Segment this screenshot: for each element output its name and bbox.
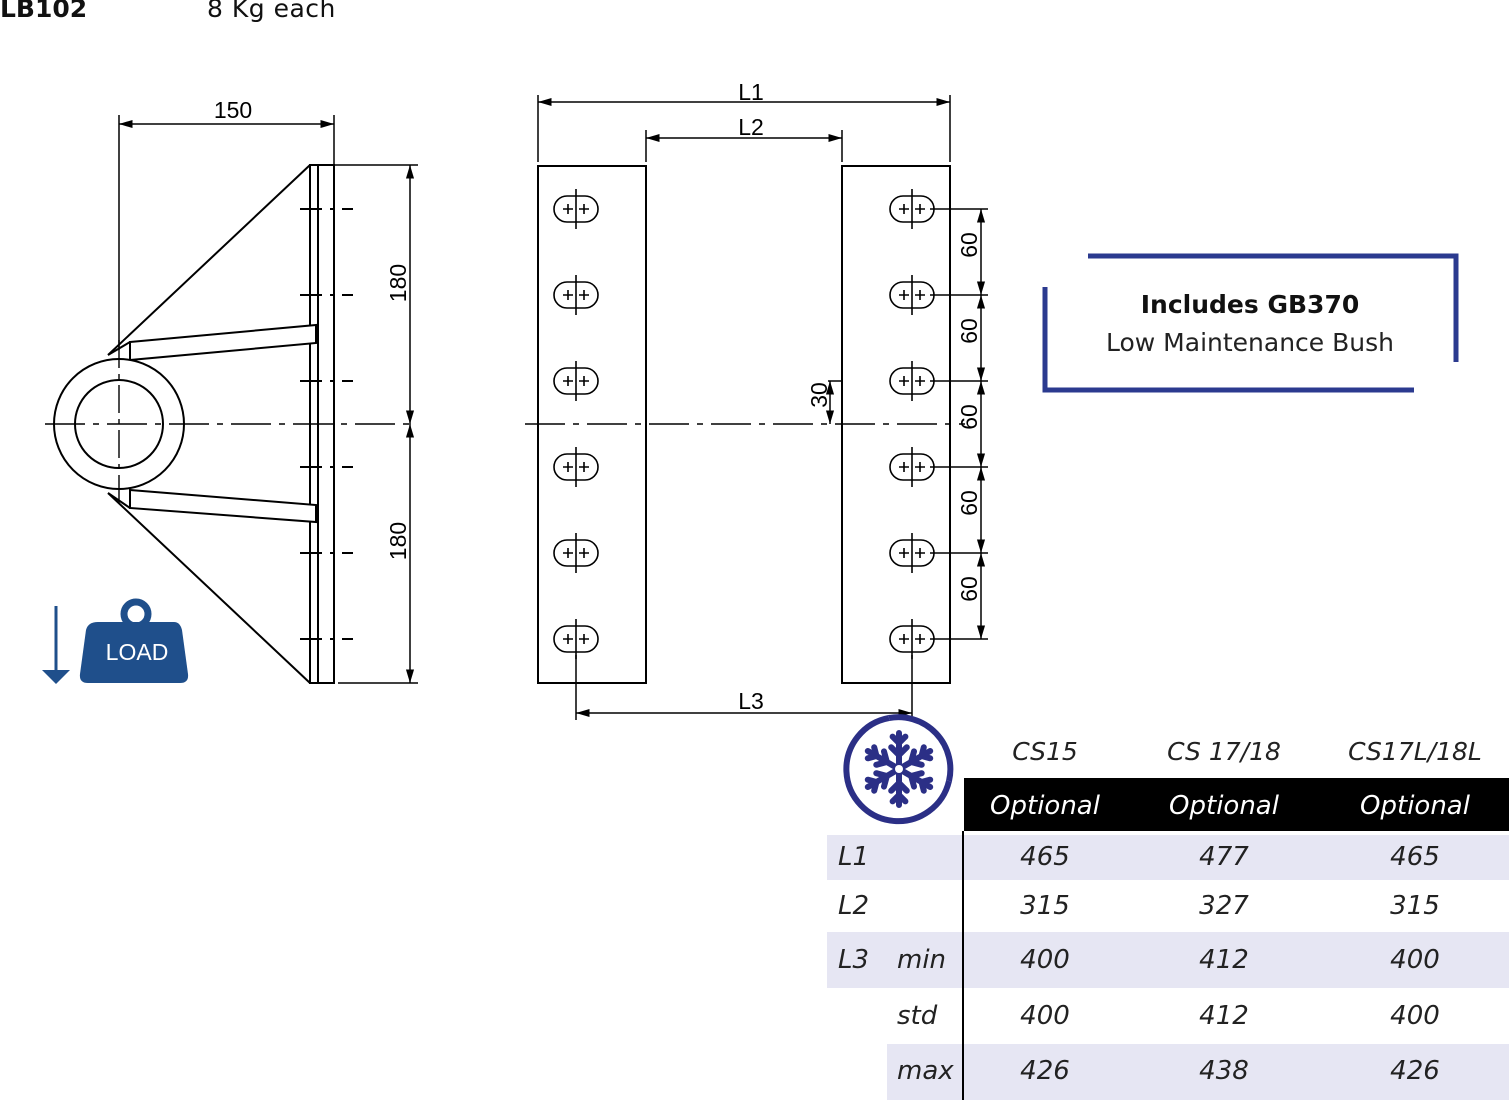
snowflake-arm <box>896 744 934 772</box>
row-sublabel: std <box>897 1001 938 1031</box>
slot-centre-mark <box>899 204 909 214</box>
table-cell: 400 <box>1390 1001 1440 1031</box>
slot-centre-mark <box>915 548 925 558</box>
slot-centre-mark <box>915 290 925 300</box>
slot-centre-mark <box>563 290 573 300</box>
optional-label: Optional <box>1360 791 1470 821</box>
row-band <box>827 835 1509 880</box>
callout-frame <box>1042 253 1459 393</box>
optional-label: Optional <box>990 791 1100 821</box>
table-cell: 315 <box>1390 891 1440 921</box>
snowflake-icon <box>843 714 954 825</box>
slot-centre-mark <box>579 462 589 472</box>
snowflake-arm <box>864 766 902 794</box>
table-header-bar <box>964 778 1509 831</box>
optional-label: Optional <box>1169 791 1279 821</box>
dim-pitch: 60 <box>956 490 982 516</box>
slot-centre-mark <box>563 634 573 644</box>
dim-L2: L2 <box>738 114 764 140</box>
row-label: L3 <box>838 945 870 975</box>
snowflake-arm <box>896 766 934 794</box>
bolt-slots <box>553 189 935 659</box>
dim-L3: L3 <box>738 688 764 714</box>
table-cell: 400 <box>1020 945 1070 975</box>
column-header: CS 17/18 <box>1167 737 1281 766</box>
side-view <box>53 164 353 684</box>
row-sublabel: min <box>897 945 947 975</box>
slot-centre-mark <box>563 204 573 214</box>
slot-centre-mark <box>915 376 925 386</box>
dim-pitch: 60 <box>956 576 982 602</box>
column-header: CS15 <box>1012 737 1078 766</box>
snowflake-arm <box>888 730 910 772</box>
snowflake-arm <box>864 744 902 772</box>
slot-centre-mark <box>899 376 909 386</box>
callout-title: Includes GB370 <box>1140 290 1360 319</box>
table-cell: 477 <box>1199 842 1249 872</box>
table-cell: 400 <box>1020 1001 1070 1031</box>
arrow-down-icon <box>42 606 70 684</box>
dim-pitch: 60 <box>956 318 982 344</box>
row-band <box>827 932 1509 988</box>
slot-centre-mark <box>899 634 909 644</box>
slot-centre-mark <box>899 290 909 300</box>
product-code: LB102 <box>0 0 88 23</box>
callout: Includes GB370 Low Maintenance Bush <box>1060 287 1440 363</box>
slot-centre-mark <box>899 548 909 558</box>
row-label: L2 <box>838 891 870 921</box>
row-band <box>887 1044 1509 1100</box>
slot-centre-mark <box>579 290 589 300</box>
dim-side-lower: 180 <box>385 522 411 560</box>
slot-centre-mark <box>915 634 925 644</box>
slot-centre-mark <box>579 204 589 214</box>
table-cell: 465 <box>1020 842 1070 872</box>
dim-pitch: 60 <box>956 232 982 258</box>
table-cell: 438 <box>1199 1056 1249 1086</box>
load-weight-icon: LOAD <box>79 598 189 683</box>
slot-centre-mark <box>899 462 909 472</box>
load-label: LOAD <box>106 639 169 665</box>
table-cell: 412 <box>1199 945 1249 975</box>
callout-subtitle: Low Maintenance Bush <box>1106 328 1394 357</box>
dim-pitch: 60 <box>956 404 982 430</box>
slot-centre-mark <box>915 204 925 214</box>
dim-side-upper: 180 <box>385 264 411 302</box>
slot-centre-mark <box>563 462 573 472</box>
dim-L1: L1 <box>738 79 764 105</box>
table-cell: 465 <box>1390 842 1440 872</box>
table-divider <box>962 831 964 1100</box>
row-sublabel: max <box>897 1056 954 1086</box>
table-cell: 400 <box>1390 945 1440 975</box>
table-cell: 412 <box>1199 1001 1249 1031</box>
dim-offset: 30 <box>806 382 832 408</box>
table-cell: 315 <box>1020 891 1070 921</box>
slot-centre-mark <box>579 548 589 558</box>
column-header: CS17L/18L <box>1348 737 1482 766</box>
table-cell: 426 <box>1020 1056 1070 1086</box>
slot-centre-mark <box>915 462 925 472</box>
snowflake-arm <box>888 766 910 808</box>
product-weight: 8 Kg each <box>207 0 336 23</box>
slot-centre-mark <box>579 634 589 644</box>
dim-side-width: 150 <box>214 97 252 123</box>
table-cell: 327 <box>1199 891 1249 921</box>
table-cell: 426 <box>1390 1056 1440 1086</box>
slot-centre-mark <box>579 376 589 386</box>
slot-centre-mark <box>563 548 573 558</box>
slot-centre-mark <box>563 376 573 386</box>
row-label: L1 <box>838 842 870 872</box>
